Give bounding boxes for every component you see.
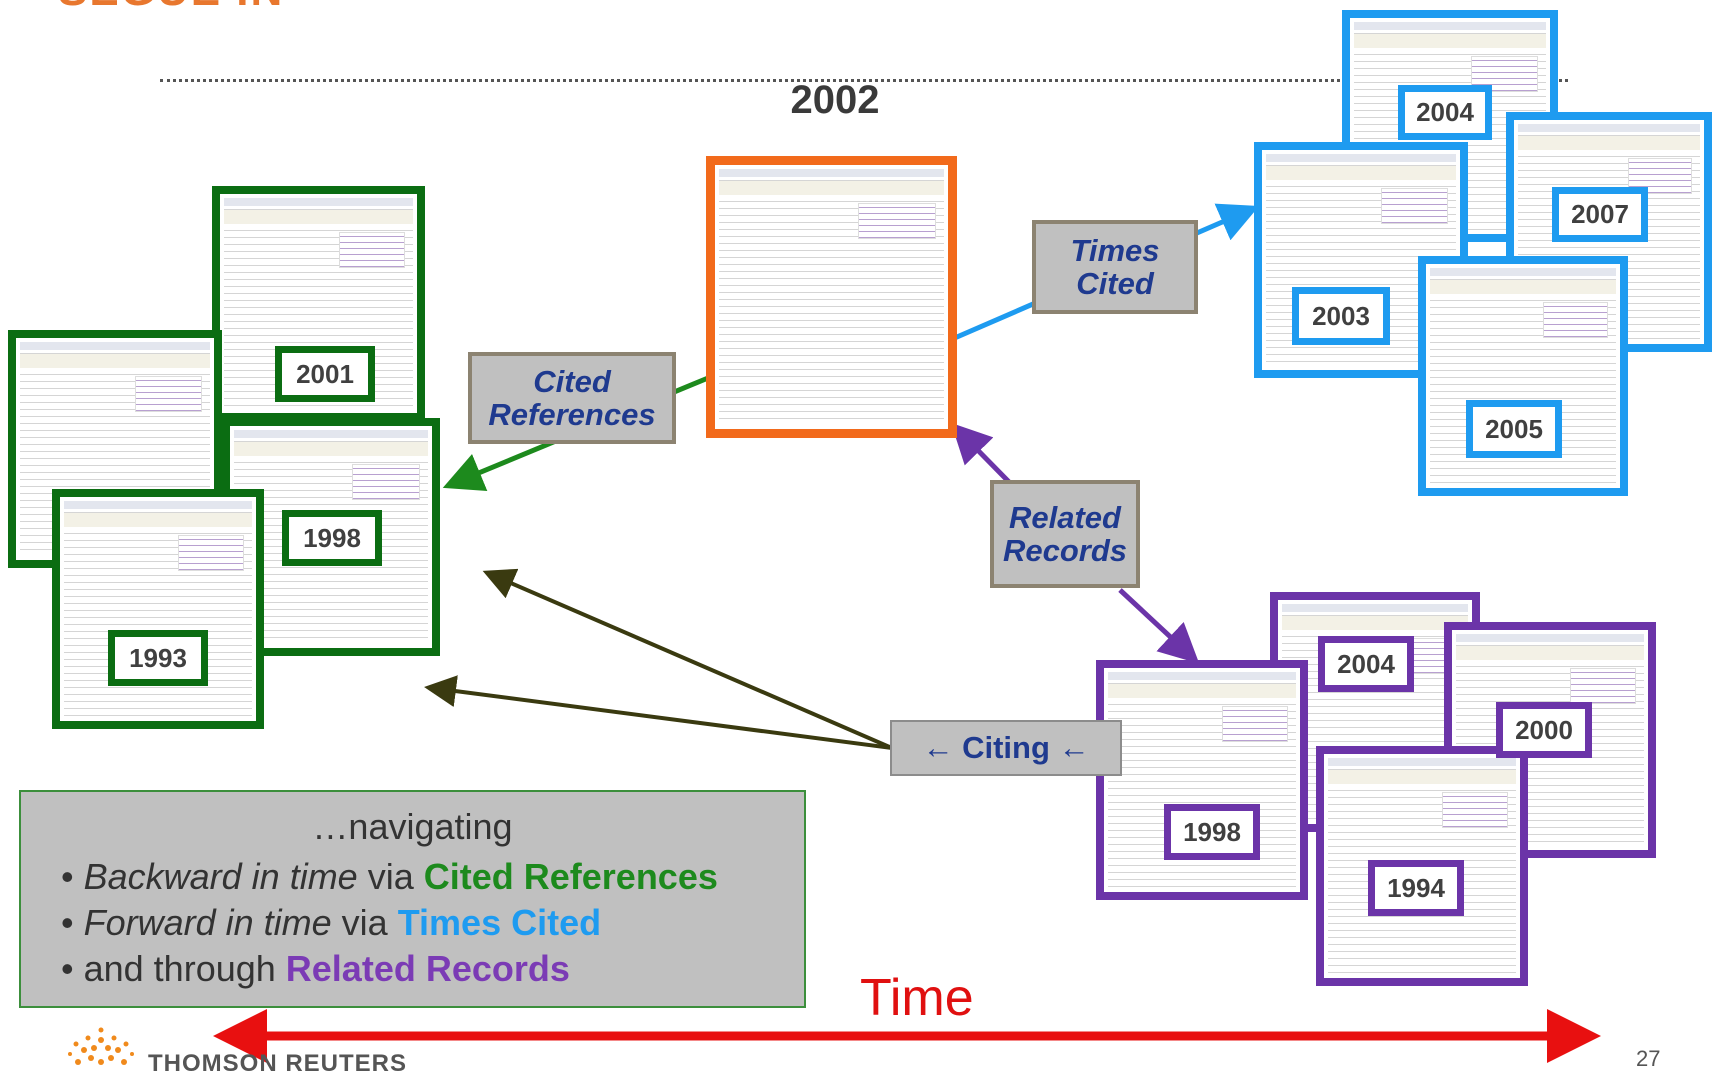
year-box-cited: 1993 bbox=[108, 630, 208, 686]
year-box-related: 2000 bbox=[1496, 702, 1592, 758]
nav-line-forward: • Forward in time via Times Cited bbox=[61, 902, 601, 944]
bullet: • bbox=[61, 856, 84, 897]
related-records-text: Related Records bbox=[285, 948, 570, 989]
thomson-reuters-logo-icon bbox=[68, 1027, 134, 1065]
year-box-times-cited: 2003 bbox=[1292, 287, 1390, 345]
related-records-label: Related Records bbox=[990, 480, 1140, 588]
and-through-text: and through bbox=[83, 948, 286, 989]
center-record-card bbox=[706, 156, 957, 438]
cited-references-label: Cited References bbox=[468, 352, 676, 444]
nav-line-related: • and through Related Records bbox=[61, 948, 570, 990]
navigating-summary-box: …navigating • Backward in time via Cited… bbox=[19, 790, 806, 1008]
year-box-times-cited: 2004 bbox=[1398, 85, 1492, 140]
forward-in-time-text: Forward in time bbox=[83, 902, 332, 943]
citing-arrow-upper bbox=[482, 568, 893, 750]
center-year-label: 2002 bbox=[790, 78, 880, 122]
page-number: 27 bbox=[1636, 1046, 1661, 1071]
citing-arrow-lower bbox=[424, 675, 893, 750]
time-label: Time bbox=[860, 969, 974, 1027]
slide-title: SEGUE IN bbox=[58, 0, 284, 16]
record-card bbox=[1316, 746, 1528, 986]
year-box-related: 1998 bbox=[1164, 804, 1260, 860]
navigating-heading: …navigating bbox=[312, 806, 513, 847]
year-box-cited: 2001 bbox=[275, 346, 375, 402]
year-box-related: 1994 bbox=[1368, 860, 1464, 916]
dotted-divider bbox=[160, 79, 1568, 82]
year-box-times-cited: 2005 bbox=[1466, 400, 1562, 458]
times-cited-line2: Cited bbox=[1076, 266, 1154, 301]
related-records-line2: Records bbox=[1002, 533, 1128, 568]
record-card bbox=[52, 489, 264, 729]
nav-line-backward: • Backward in time via Cited References bbox=[61, 856, 718, 898]
related-records-arrow-up bbox=[950, 422, 1012, 485]
record-card bbox=[1096, 660, 1308, 900]
cited-references-text: Cited References bbox=[423, 856, 718, 897]
via-text: via bbox=[331, 902, 398, 943]
times-cited-line1: Times bbox=[1070, 233, 1160, 268]
year-box-related: 2004 bbox=[1318, 636, 1414, 692]
cited-references-line2: References bbox=[488, 397, 656, 432]
year-box-times-cited: 2007 bbox=[1552, 187, 1648, 242]
record-card bbox=[1418, 256, 1628, 496]
times-cited-text: Times Cited bbox=[397, 902, 602, 943]
backward-in-time-text: Backward in time bbox=[83, 856, 358, 897]
related-records-line1: Related bbox=[1009, 500, 1121, 535]
thomson-reuters-wordmark: THOMSON REUTERS bbox=[148, 1050, 408, 1077]
via-text: via bbox=[357, 856, 424, 897]
related-records-arrow-down bbox=[1118, 588, 1200, 664]
bullet: • bbox=[61, 902, 84, 943]
citing-label: ← Citing ← bbox=[890, 720, 1122, 776]
cited-references-line1: Cited bbox=[533, 364, 611, 399]
bullet: • bbox=[61, 948, 84, 989]
times-cited-label: Times Cited bbox=[1032, 220, 1198, 314]
year-box-cited: 1998 bbox=[282, 510, 382, 566]
